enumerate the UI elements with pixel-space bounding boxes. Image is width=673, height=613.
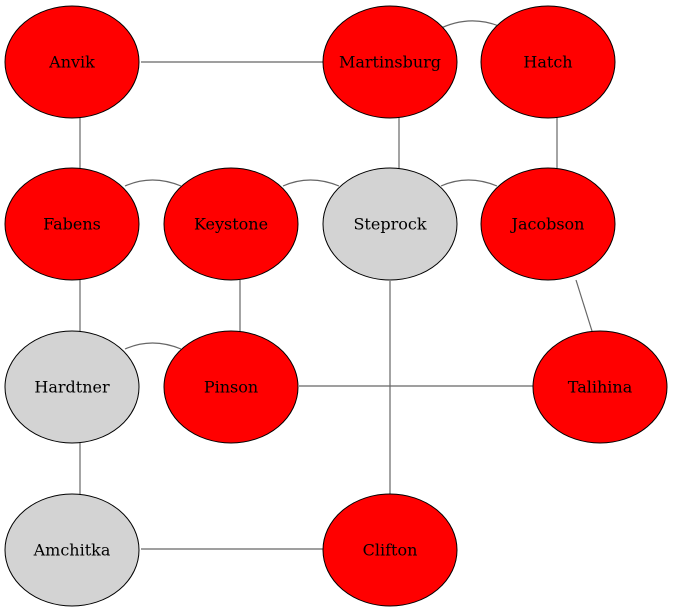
node-amchitka-shape bbox=[4, 493, 140, 607]
node-anvik[interactable]: Anvik bbox=[4, 5, 140, 119]
node-pinson-label: Pinson bbox=[204, 378, 258, 397]
edge-hardtner-pinson bbox=[124, 342, 182, 350]
node-hardtner-shape bbox=[4, 330, 140, 444]
node-fabens[interactable]: Fabens bbox=[4, 167, 140, 281]
node-keystone-shape bbox=[163, 167, 299, 281]
node-clifton-shape bbox=[322, 493, 458, 607]
node-talihina-label: Talihina bbox=[568, 378, 633, 397]
edge-fabens-keystone bbox=[124, 179, 182, 187]
node-fabens-label: Fabens bbox=[43, 215, 101, 234]
node-talihina-shape bbox=[532, 330, 668, 444]
node-anvik-label: Anvik bbox=[48, 53, 95, 72]
node-jacobson-label: Jacobson bbox=[510, 215, 585, 234]
node-keystone[interactable]: Keystone bbox=[163, 167, 299, 281]
node-anvik-shape bbox=[4, 5, 140, 119]
node-jacobson-shape bbox=[480, 167, 616, 281]
edge-jacobson-talihina bbox=[575, 279, 593, 332]
node-pinson-shape bbox=[163, 330, 299, 444]
node-hatch-label: Hatch bbox=[523, 53, 572, 72]
node-hardtner[interactable]: Hardtner bbox=[4, 330, 140, 444]
node-fabens-shape bbox=[4, 167, 140, 281]
node-talihina[interactable]: Talihina bbox=[532, 330, 668, 444]
edges-layer bbox=[79, 20, 593, 550]
node-steprock-shape bbox=[322, 167, 458, 281]
edge-steprock-jacobson bbox=[440, 179, 498, 187]
node-martinsburg[interactable]: Martinsburg bbox=[322, 5, 458, 119]
node-steprock[interactable]: Steprock bbox=[322, 167, 458, 281]
node-hatch[interactable]: Hatch bbox=[480, 5, 616, 119]
node-jacobson[interactable]: Jacobson bbox=[480, 167, 616, 281]
edge-martinsburg-hatch bbox=[436, 20, 500, 31]
node-keystone-label: Keystone bbox=[194, 215, 268, 234]
node-pinson[interactable]: Pinson bbox=[163, 330, 299, 444]
edge-keystone-steprock bbox=[282, 179, 340, 187]
node-amchitka-label: Amchitka bbox=[33, 541, 111, 560]
nodes-layer: Anvik Martinsburg Hatch Fabens Keystone … bbox=[4, 5, 668, 607]
node-hatch-shape bbox=[480, 5, 616, 119]
node-clifton[interactable]: Clifton bbox=[322, 493, 458, 607]
node-steprock-label: Steprock bbox=[353, 215, 426, 234]
node-amchitka[interactable]: Amchitka bbox=[4, 493, 140, 607]
node-hardtner-label: Hardtner bbox=[34, 378, 110, 397]
node-martinsburg-shape bbox=[322, 5, 458, 119]
node-martinsburg-label: Martinsburg bbox=[339, 53, 441, 72]
node-clifton-label: Clifton bbox=[363, 541, 418, 560]
